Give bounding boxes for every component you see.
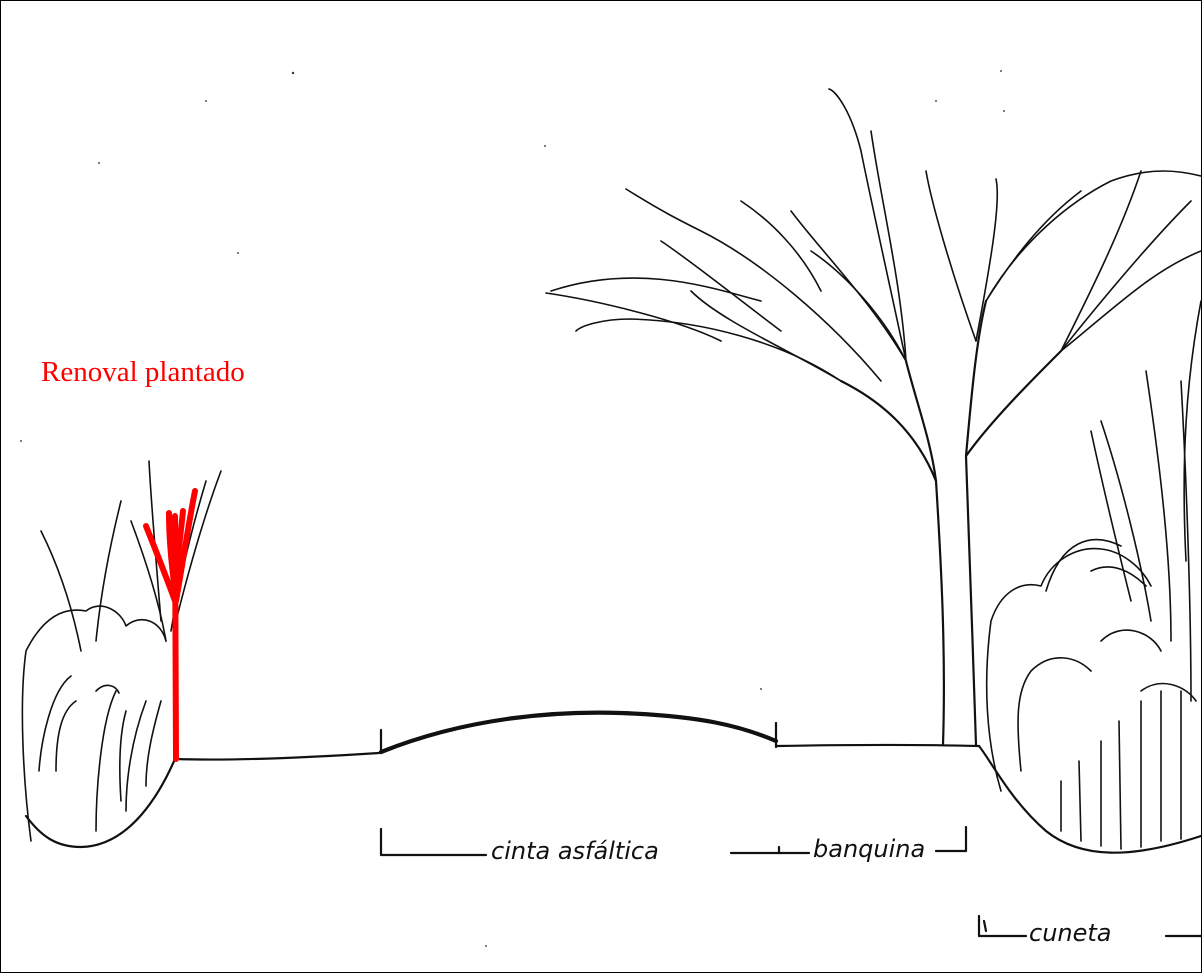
planted-renewal-sapling [143, 488, 198, 762]
paper-specks [20, 70, 1005, 947]
ground-profile [24, 743, 1202, 854]
left-bush [21, 460, 222, 842]
road-surface-label: cinta asfáltica [491, 837, 659, 865]
shoulder-label: banquina [813, 835, 925, 863]
ditch-label: cuneta [1029, 919, 1112, 947]
asphalt-road [378, 710, 779, 755]
large-tree [545, 88, 1202, 747]
dimension-brackets [379, 825, 1202, 938]
right-bush [985, 300, 1202, 850]
renewal-label: Renoval plantado [41, 356, 245, 388]
